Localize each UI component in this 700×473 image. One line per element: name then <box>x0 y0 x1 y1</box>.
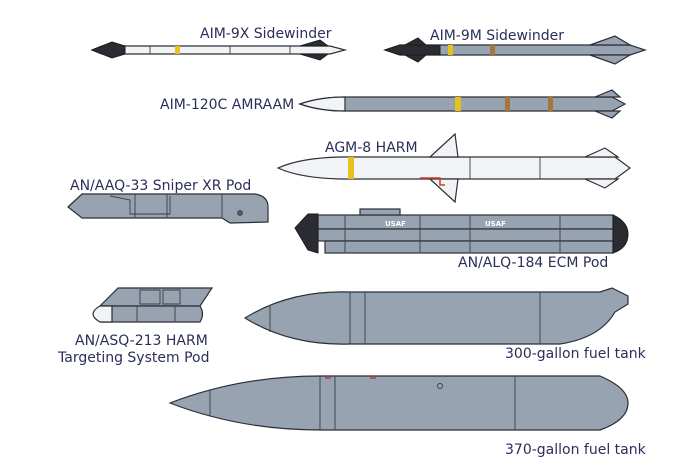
sniper-xr-pod <box>67 193 269 224</box>
asq-213-label-line1: AN/ASQ-213 HARM <box>75 333 208 349</box>
ecm-pod-stencil: USAF <box>485 220 506 228</box>
fuel-tank-300-gallon <box>243 287 629 345</box>
agm-8-harm-label: AGM-8 HARM <box>325 140 418 156</box>
aim-120c-missile <box>298 89 627 119</box>
aim-9x-label: AIM-9X Sidewinder <box>200 26 332 42</box>
asq-213-label-line2: Targeting System Pod <box>57 350 209 366</box>
fuel-tank-370-label: 370-gallon fuel tank <box>505 442 647 458</box>
agm-8-harm-missile <box>276 132 632 204</box>
ecm-pod-stencil: USAF <box>385 220 406 228</box>
alq-184-ecm-pod: USAF USAF <box>294 208 629 254</box>
aim-9x-missile <box>90 39 348 61</box>
alq-184-ecm-pod-label: AN/ALQ-184 ECM Pod <box>458 255 608 271</box>
aim-9m-missile <box>383 35 647 65</box>
sniper-xr-pod-label: AN/AAQ-33 Sniper XR Pod <box>70 178 251 194</box>
fuel-tank-370-gallon <box>168 375 629 431</box>
aim-9m-label: AIM-9M Sidewinder <box>430 28 564 44</box>
fuel-tank-300-label: 300-gallon fuel tank <box>505 346 647 362</box>
asq-213-harm-targeting-pod <box>92 287 214 323</box>
aim-120c-label: AIM-120C AMRAAM <box>160 97 294 113</box>
